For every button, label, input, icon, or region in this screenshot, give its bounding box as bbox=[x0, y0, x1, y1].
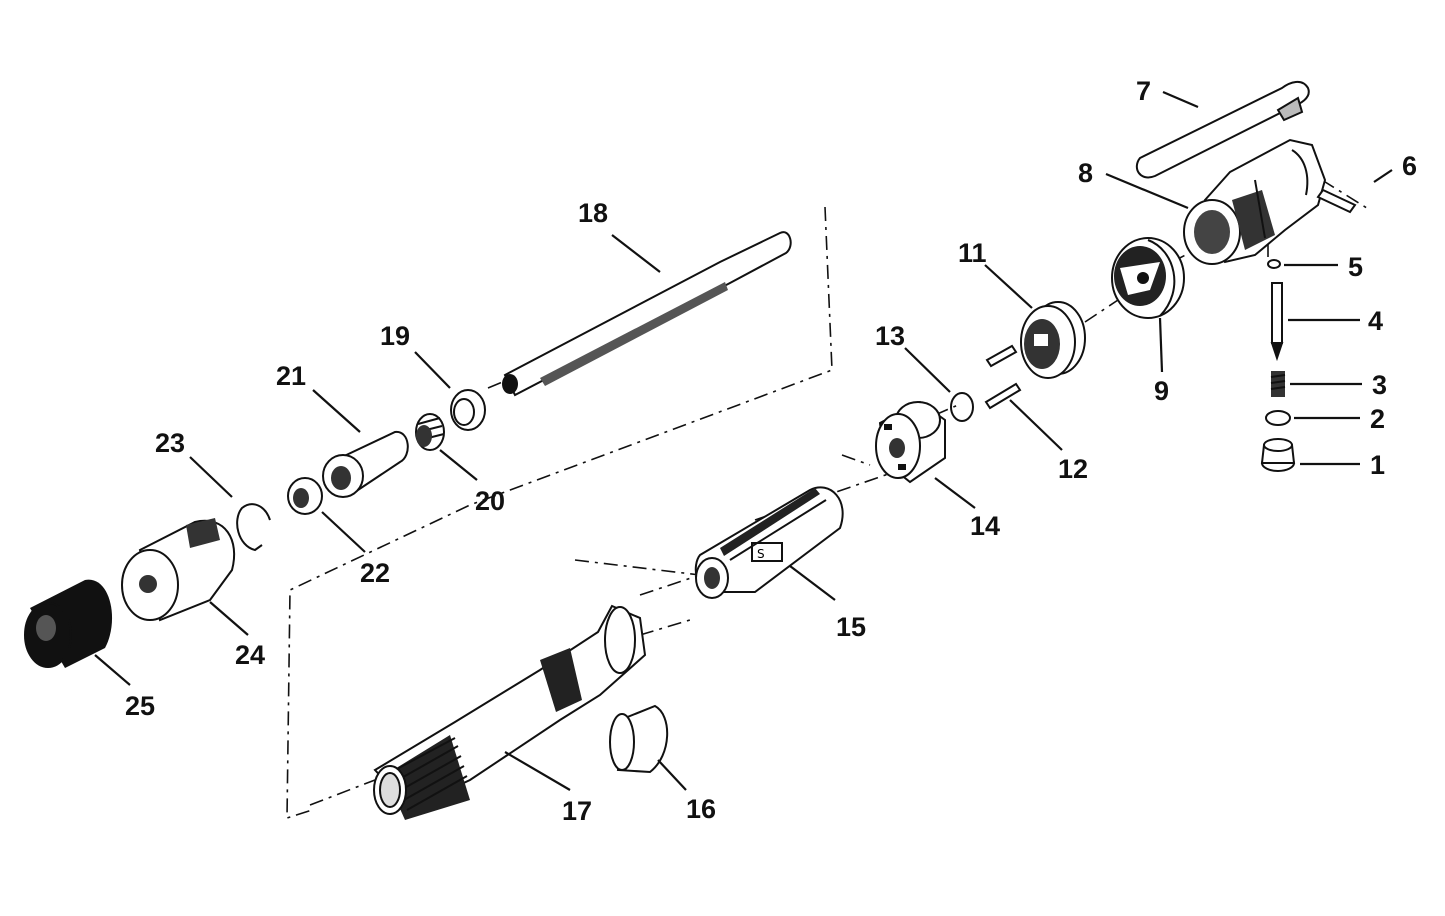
label-part-25: 25 bbox=[125, 691, 155, 721]
part-25-socket-boot bbox=[24, 579, 113, 668]
part-23-retaining-ring bbox=[236, 503, 271, 552]
part-13-o-ring bbox=[950, 392, 974, 422]
part-22-spacer bbox=[287, 477, 323, 515]
label-part-16: 16 bbox=[686, 794, 716, 824]
part-6-roll-pin bbox=[1316, 188, 1357, 214]
label-part-13: 13 bbox=[875, 321, 905, 351]
label-part-11: 11 bbox=[958, 238, 987, 268]
label-part-20: 20 bbox=[475, 486, 505, 516]
part-20-spring bbox=[415, 413, 445, 451]
label-part-1: 1 bbox=[1370, 450, 1385, 480]
part-11-cylinder bbox=[985, 301, 1086, 379]
part-21-collar bbox=[322, 430, 409, 498]
label-part-4: 4 bbox=[1368, 306, 1383, 336]
part-1-inlet-bushing bbox=[1260, 438, 1296, 472]
label-part-5: 5 bbox=[1348, 252, 1363, 282]
part-24-nose-housing bbox=[121, 518, 236, 622]
label-part-17: 17 bbox=[562, 796, 592, 826]
svg-text:S: S bbox=[757, 547, 765, 561]
label-part-2: 2 bbox=[1370, 404, 1385, 434]
label-part-12: 12 bbox=[1058, 454, 1088, 484]
part-15-rotor: S bbox=[694, 486, 844, 599]
part-17-front-housing bbox=[373, 604, 647, 820]
label-part-9: 9 bbox=[1154, 376, 1169, 406]
label-part-21: 21 bbox=[276, 361, 306, 391]
part-9-end-plate bbox=[1111, 237, 1185, 319]
part-14-rear-plate bbox=[875, 400, 946, 484]
part-16-sleeve bbox=[609, 704, 669, 774]
part-number-labels: 1 2 3 4 5 6 7 8 9 11 12 13 14 15 16 17 1… bbox=[125, 76, 1417, 826]
label-part-19: 19 bbox=[380, 321, 410, 351]
label-part-18: 18 bbox=[578, 198, 608, 228]
label-part-3: 3 bbox=[1372, 370, 1387, 400]
part-19-bushing bbox=[450, 389, 486, 431]
part-18-spindle bbox=[502, 231, 792, 397]
leader-lines bbox=[94, 90, 1393, 791]
part-5-o-ring bbox=[1267, 259, 1281, 269]
label-part-24: 24 bbox=[235, 640, 265, 670]
label-part-8: 8 bbox=[1078, 158, 1093, 188]
label-part-7: 7 bbox=[1136, 76, 1151, 106]
label-part-15: 15 bbox=[836, 612, 866, 642]
part-12-dowel-pin bbox=[984, 382, 1022, 410]
label-part-6: 6 bbox=[1402, 151, 1417, 181]
part-8-housing bbox=[1183, 138, 1327, 265]
part-7-throttle-lever bbox=[1135, 81, 1310, 179]
label-part-23: 23 bbox=[155, 428, 185, 458]
part-3-spring bbox=[1270, 371, 1286, 397]
part-2-seal-ring bbox=[1265, 410, 1291, 426]
part-4-valve-stem bbox=[1270, 282, 1284, 362]
label-part-22: 22 bbox=[360, 558, 390, 588]
label-part-14: 14 bbox=[970, 511, 1000, 541]
